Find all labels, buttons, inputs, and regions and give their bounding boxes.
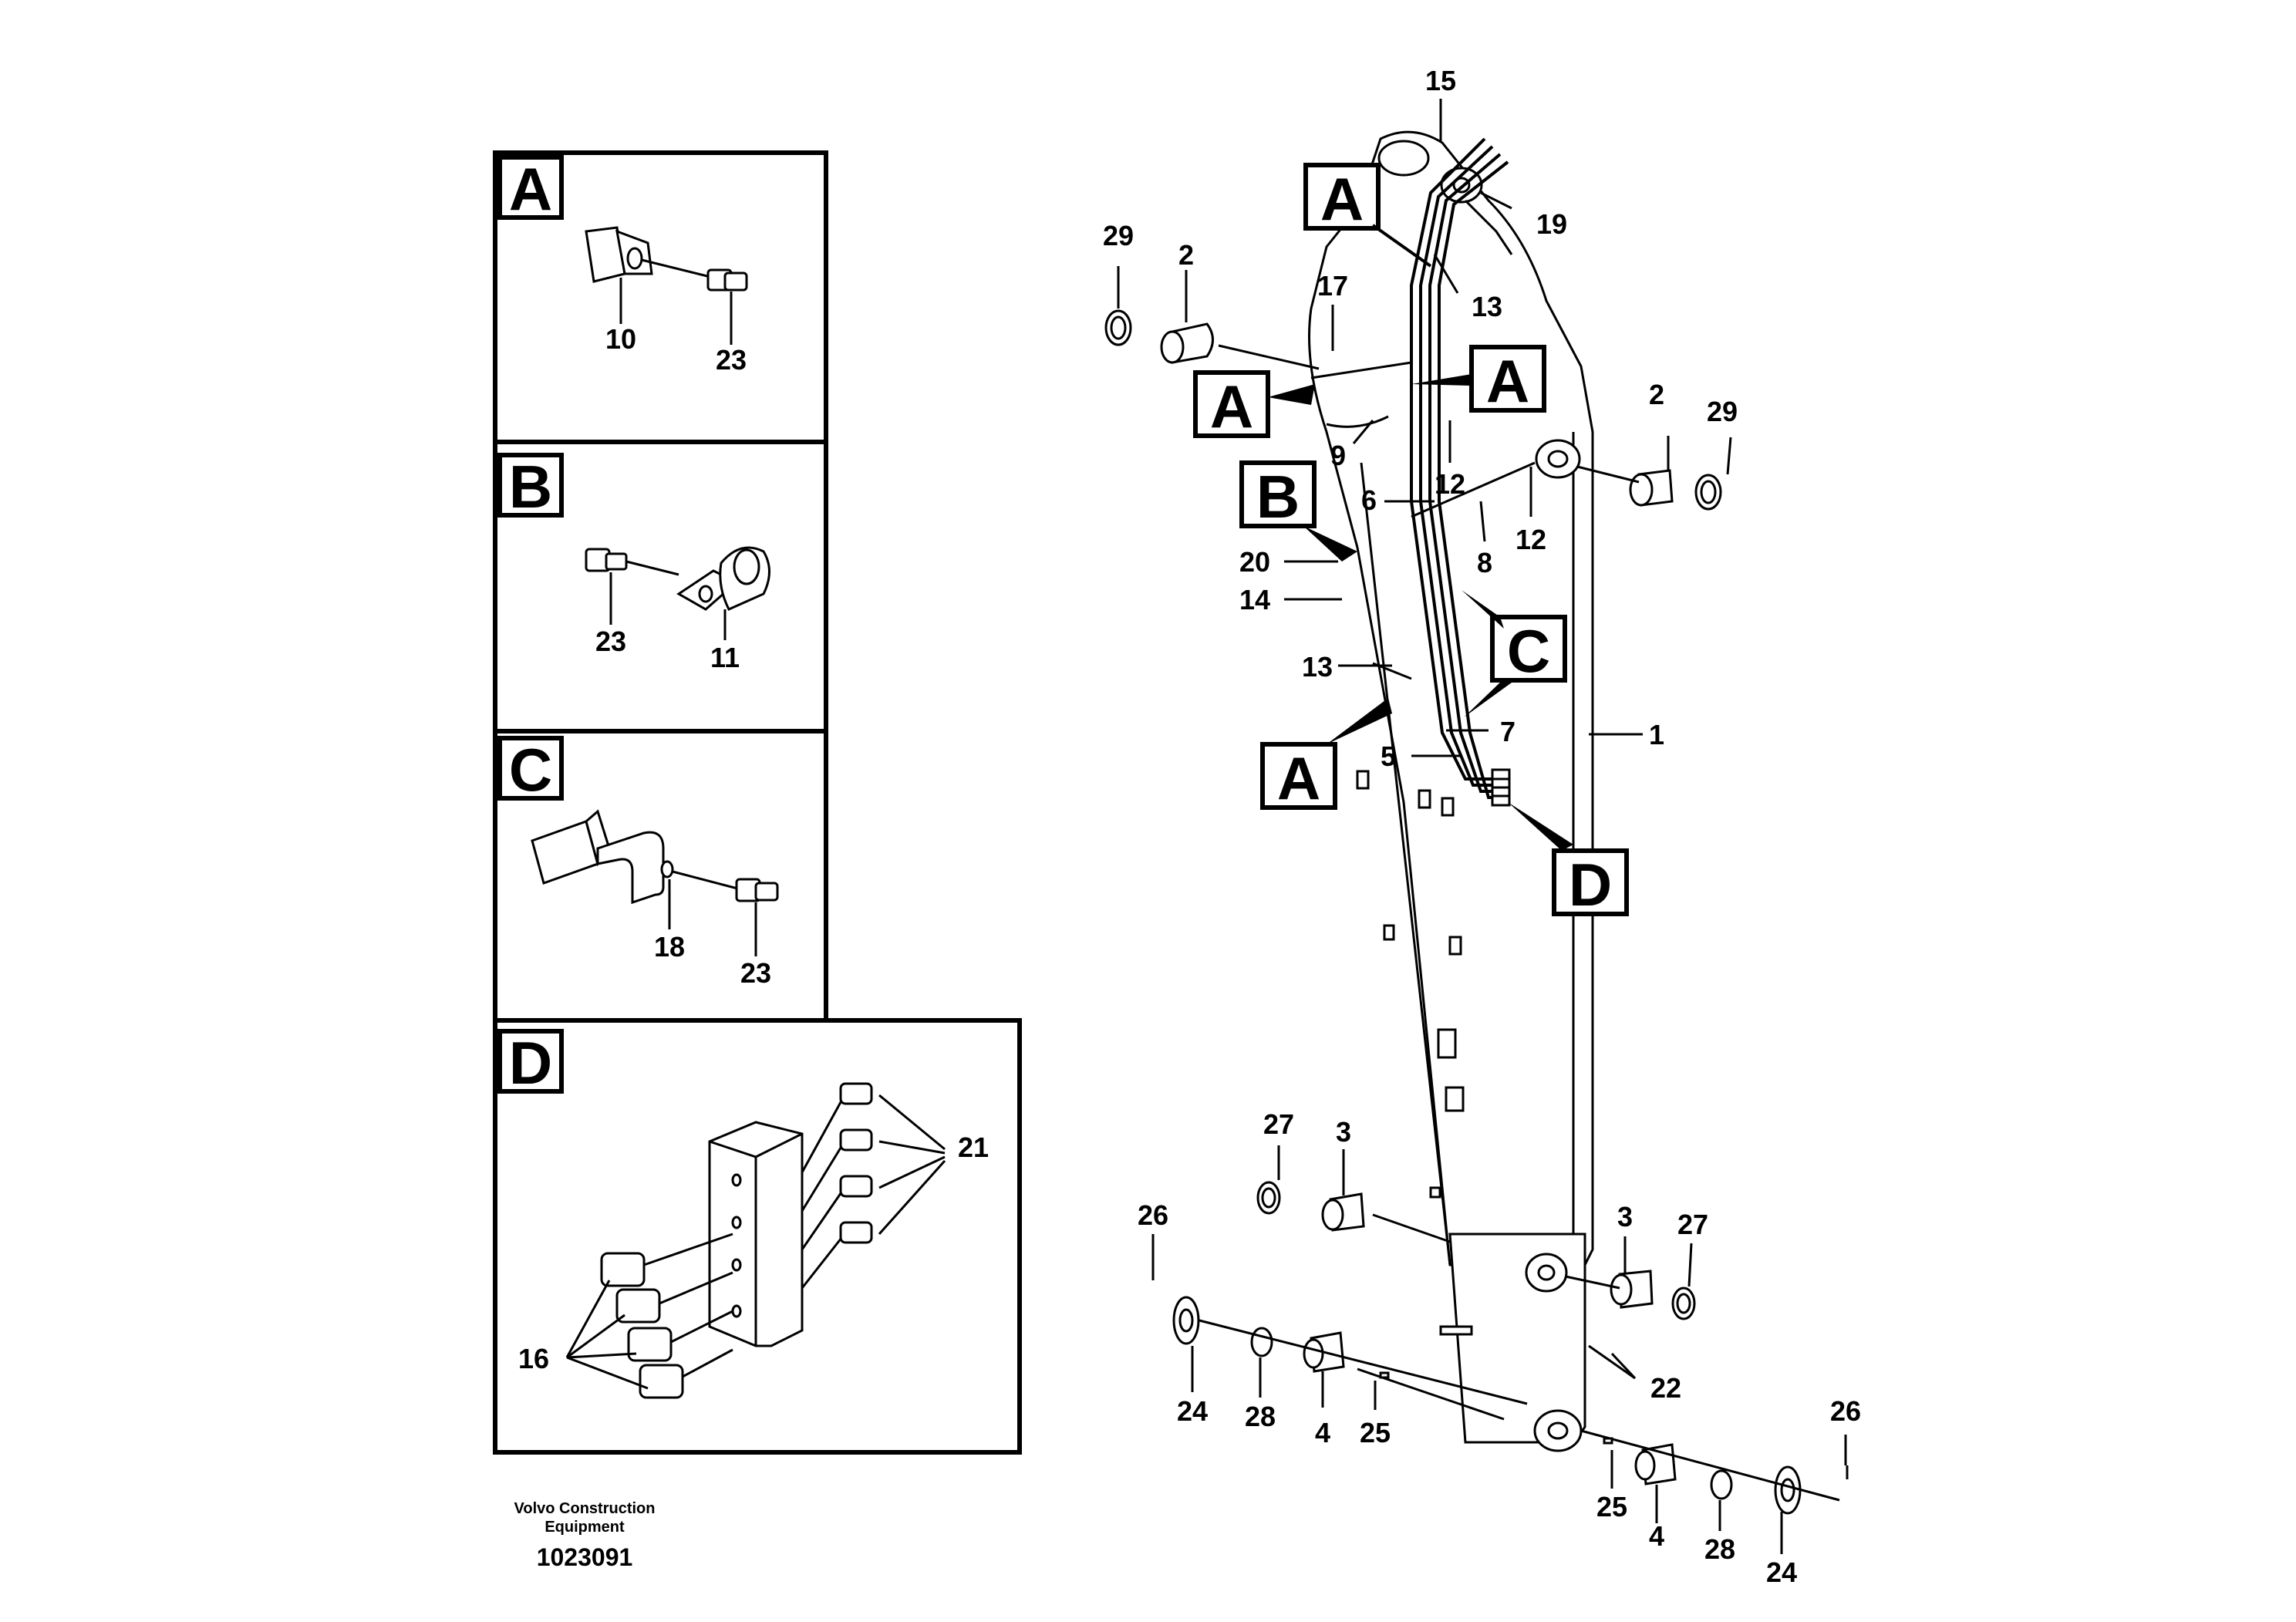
- label-part-22: 22: [1650, 1372, 1681, 1404]
- distribution-block: [708, 1121, 804, 1347]
- label-part-14: 14: [1239, 584, 1270, 615]
- label-part-5: 5: [1381, 740, 1396, 772]
- callout-c-letter: C: [1507, 617, 1550, 685]
- company-name: Volvo Construction: [514, 1500, 656, 1517]
- label-part-4-right: 4: [1649, 1520, 1664, 1552]
- label-part-1: 1: [1649, 719, 1664, 750]
- label-part-3-left: 3: [1336, 1116, 1351, 1148]
- callout-b-letter: B: [1256, 463, 1300, 531]
- label-part-28-right: 28: [1704, 1533, 1735, 1565]
- nipples-part-21: [801, 1082, 946, 1289]
- detail-panel-b: B 23 11: [493, 440, 828, 733]
- label-part-8: 8: [1477, 547, 1492, 578]
- company-name-line2: Equipment: [544, 1519, 625, 1536]
- label-part-27-right: 27: [1677, 1209, 1708, 1240]
- drawing-number: 1023091: [537, 1543, 633, 1571]
- label-part-23: 23: [716, 344, 747, 376]
- label-part-9: 9: [1330, 440, 1346, 471]
- middle-pin-parts: [1256, 1181, 1696, 1320]
- callout-d-letter: D: [1569, 851, 1612, 919]
- label-part-25-right: 25: [1596, 1491, 1627, 1523]
- detail-panel-c-letter: C: [509, 736, 552, 804]
- detail-panel-c: C 18 23: [493, 729, 828, 1023]
- callout-a-right: A: [1411, 345, 1546, 415]
- label-part-6: 6: [1361, 484, 1377, 516]
- bolt-part-23: [706, 268, 748, 292]
- callout-b: B: [1239, 460, 1357, 561]
- label-part-11: 11: [710, 642, 740, 673]
- label-part-2-left: 2: [1178, 239, 1194, 271]
- label-part-7: 7: [1500, 716, 1515, 747]
- footer: Volvo Construction Equipment 1023091: [514, 1500, 656, 1571]
- label-part-13-bottom: 13: [1302, 651, 1333, 683]
- clamp-part-11: [676, 546, 770, 611]
- label-part-12-b: 12: [1515, 524, 1546, 555]
- label-part-10: 10: [605, 323, 636, 355]
- label-part-21: 21: [958, 1131, 989, 1163]
- label-part-16: 16: [518, 1343, 549, 1374]
- label-part-13-top: 13: [1472, 291, 1502, 322]
- callout-a-top: A: [1303, 163, 1432, 268]
- label-part-27-left: 27: [1263, 1108, 1294, 1140]
- callout-a-bottom-letter: A: [1277, 744, 1320, 812]
- label-part-12-a: 12: [1435, 468, 1465, 500]
- clip-part-10: [585, 226, 714, 283]
- label-part-15: 15: [1425, 65, 1456, 96]
- top-pin-eye: [1377, 140, 1430, 177]
- callout-a-bottom: A: [1260, 698, 1392, 812]
- couplings-part-16: [565, 1233, 733, 1399]
- leader-lines: [1117, 99, 1847, 1554]
- label-part-3-right: 3: [1617, 1201, 1633, 1233]
- bolt-part-23: [735, 878, 779, 902]
- clamp-part-18: [531, 809, 741, 905]
- callout-a-left: A: [1193, 370, 1315, 440]
- callout-a-right-letter: A: [1486, 347, 1529, 415]
- label-part-4-left: 4: [1315, 1417, 1330, 1448]
- callout-a-left-letter: A: [1210, 373, 1253, 440]
- callout-d: D: [1508, 802, 1629, 919]
- label-part-2-right: 2: [1649, 379, 1664, 410]
- label-part-23-b: 23: [595, 626, 626, 657]
- label-part-24-left: 24: [1177, 1395, 1208, 1427]
- detail-panel-b-letter: B: [509, 453, 552, 521]
- label-part-17: 17: [1317, 270, 1348, 302]
- label-part-28-left: 28: [1245, 1401, 1276, 1432]
- part-number-labels: 15 19 29 2 17 13 9 12 2 29 12 6 8 20 14 …: [1103, 65, 1861, 1588]
- upper-pin-parts: [1104, 309, 1722, 511]
- label-part-19: 19: [1536, 208, 1567, 240]
- detail-panel-a-letter: A: [509, 155, 552, 223]
- label-part-24-right: 24: [1766, 1556, 1797, 1588]
- label-part-25-left: 25: [1360, 1417, 1391, 1448]
- label-part-23-c: 23: [740, 957, 771, 989]
- bolt-part-23: [585, 548, 679, 576]
- label-part-29-left: 29: [1103, 220, 1134, 251]
- boom-structure: [1308, 130, 1594, 1452]
- detail-panel-d: D: [493, 1018, 1022, 1455]
- distribution-block-on-boom: [1491, 768, 1511, 807]
- detail-panel-a: A 10 23: [493, 150, 828, 444]
- callout-c: C: [1462, 590, 1567, 717]
- label-part-29-right: 29: [1707, 396, 1738, 427]
- detail-panel-d-letter: D: [509, 1029, 552, 1097]
- label-part-26-left: 26: [1138, 1199, 1168, 1231]
- label-part-20: 20: [1239, 546, 1270, 578]
- callout-a-top-letter: A: [1320, 165, 1364, 233]
- label-part-18: 18: [654, 931, 685, 963]
- label-part-26-right: 26: [1830, 1395, 1861, 1427]
- lower-pin-parts: [1151, 1265, 1849, 1515]
